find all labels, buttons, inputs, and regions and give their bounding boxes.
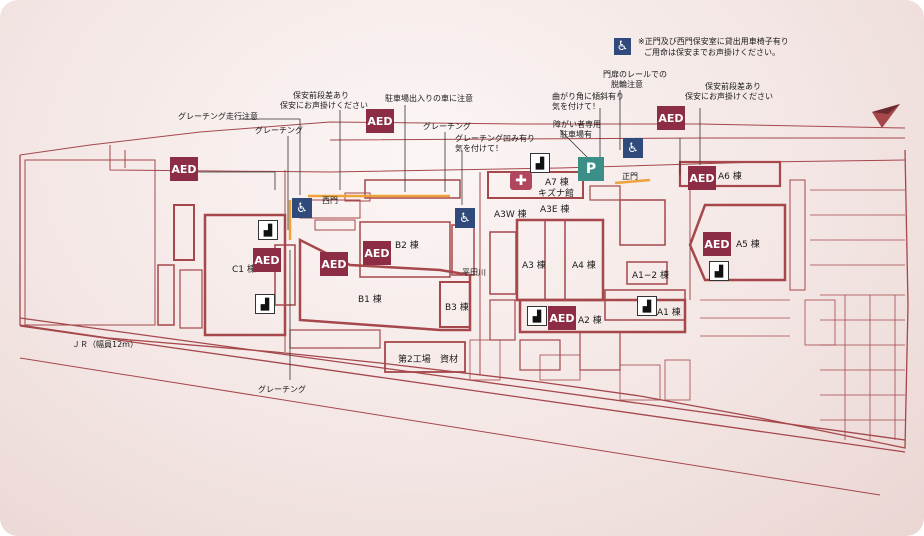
factory-icon: ▟ <box>527 306 547 326</box>
wheelchair-icon: ♿ <box>455 208 475 228</box>
compass-north-icon <box>872 104 900 128</box>
label-step-west-1: 保安前段差あり <box>293 91 349 100</box>
label-hiratagawa: 平田川 <box>462 268 486 277</box>
label-grating-dent-2: 気を付けて！ <box>455 144 503 153</box>
building-a1: A1 棟 <box>657 308 681 318</box>
medical-icon: ✚ <box>510 172 532 190</box>
building-kizuna: キズナ館 <box>538 189 575 199</box>
label-main-gate: 正門 <box>622 172 638 181</box>
building-factory2: 第2工場 <box>398 355 431 365</box>
building-b3: B3 棟 <box>445 303 469 313</box>
aed-marker: AED <box>253 248 281 272</box>
label-grating-c: グレーチング <box>258 385 306 394</box>
label-grating-a: グレーチング <box>255 126 303 135</box>
label-west-gate: 西門 <box>322 196 338 205</box>
label-step-west-2: 保安にお声掛けください <box>280 101 368 110</box>
building-b1: B1 棟 <box>358 295 382 305</box>
building-a5: A5 棟 <box>736 240 760 250</box>
label-grating-walk: グレーチング走行注意 <box>178 112 258 121</box>
notice-line2: ご用命は保安までお声掛けください。 <box>644 48 780 57</box>
label-gate-rail-2: 脱輪注意 <box>611 80 643 89</box>
building-a3w: A3W 棟 <box>494 210 527 220</box>
label-step-main-2: 保安にお声掛けください <box>685 92 773 101</box>
label-jr: ＪＲ（幅員12m） <box>72 340 138 349</box>
factory-icon: ▟ <box>530 153 550 173</box>
wheelchair-icon: ♿ <box>292 198 312 218</box>
aed-marker: AED <box>320 252 348 276</box>
label-corner-2: 気を付けて！ <box>552 102 600 111</box>
label-disabled-2: 駐車場有 <box>560 130 592 139</box>
label-disabled-1: 障がい者専用 <box>553 120 601 129</box>
aed-marker: AED <box>703 232 731 256</box>
parking-icon: P <box>578 157 604 181</box>
building-a4: A4 棟 <box>572 261 596 271</box>
label-grating-dent-1: グレーチング凹み有り <box>455 134 535 143</box>
building-a6: A6 棟 <box>718 172 742 182</box>
notice-line1: ※正門及び西門保安室に貸出用車椅子有り <box>638 37 789 46</box>
factory-icon: ▟ <box>255 294 275 314</box>
label-gate-rail-1: 門扉のレールでの <box>603 70 667 79</box>
factory-icon: ▟ <box>637 296 657 316</box>
building-shizai: 資材 <box>440 355 459 365</box>
building-b2: B2 棟 <box>395 241 419 251</box>
aed-marker: AED <box>366 109 394 133</box>
label-grating-b: グレーチング <box>423 122 471 131</box>
aed-marker: AED <box>363 241 391 265</box>
wheelchair-icon: ♿ <box>623 138 643 158</box>
building-a2: A2 棟 <box>578 316 602 326</box>
wheelchair-icon: ♿ <box>614 38 631 55</box>
factory-icon: ▟ <box>258 220 278 240</box>
aed-marker: AED <box>170 157 198 181</box>
label-step-main-1: 保安前段差あり <box>705 82 761 91</box>
factory-icon: ▟ <box>709 261 729 281</box>
building-a3: A3 棟 <box>522 261 546 271</box>
aed-marker: AED <box>548 306 576 330</box>
building-c1: C1 棟 <box>232 265 256 275</box>
building-a3e: A3E 棟 <box>540 205 570 215</box>
building-a1-2: A1−2 棟 <box>632 271 670 281</box>
aed-marker: AED <box>688 166 716 190</box>
building-a7: A7 棟 <box>545 178 569 188</box>
label-corner-1: 曲がり角に傾斜有り <box>552 92 624 101</box>
aed-marker: AED <box>657 106 685 130</box>
label-parking-car: 駐車場出入りの車に注意 <box>385 94 473 103</box>
